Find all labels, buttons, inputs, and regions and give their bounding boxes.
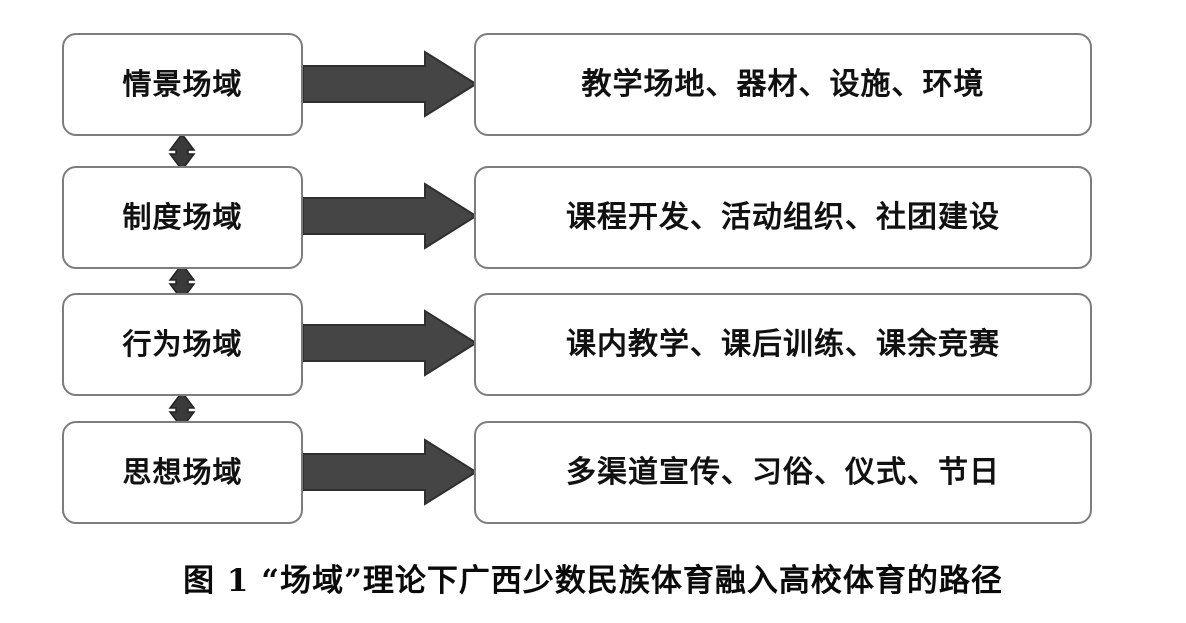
content-box-4-label: 多渠道宣传、习俗、仪式、节日 [566,455,1000,490]
field-box-2[interactable]: 制度场域 [62,166,303,269]
content-box-1-label: 教学场地、器材、设施、环境 [581,67,985,102]
field-box-4-label: 思想场域 [122,454,243,489]
field-box-3-label: 行为场域 [122,326,243,361]
field-box-1-label: 情景场域 [122,66,243,101]
field-box-3[interactable]: 行为场域 [62,293,303,396]
content-box-2-label: 课程开发、活动组织、社团建设 [566,200,1000,235]
content-box-1[interactable]: 教学场地、器材、设施、环境 [474,33,1092,136]
content-box-4[interactable]: 多渠道宣传、习俗、仪式、节日 [474,421,1092,524]
horizontal-arrow-row-4 [302,438,478,506]
field-box-1[interactable]: 情景场域 [62,33,303,136]
field-box-4[interactable]: 思想场域 [62,421,303,524]
horizontal-arrow-row-2 [302,182,478,250]
content-box-3-label: 课内教学、课后训练、课余竞赛 [566,327,1000,362]
horizontal-arrow-row-1 [302,50,478,118]
figure-caption: 图 1 “场域”理论下广西少数民族体育融入高校体育的路径 [183,563,1003,599]
field-box-2-label: 制度场域 [122,199,243,234]
vertical-double-arrow-1-2 [168,132,196,172]
horizontal-arrow-row-3 [302,309,478,377]
content-box-2[interactable]: 课程开发、活动组织、社团建设 [474,166,1092,269]
content-box-3[interactable]: 课内教学、课后训练、课余竞赛 [474,293,1092,396]
